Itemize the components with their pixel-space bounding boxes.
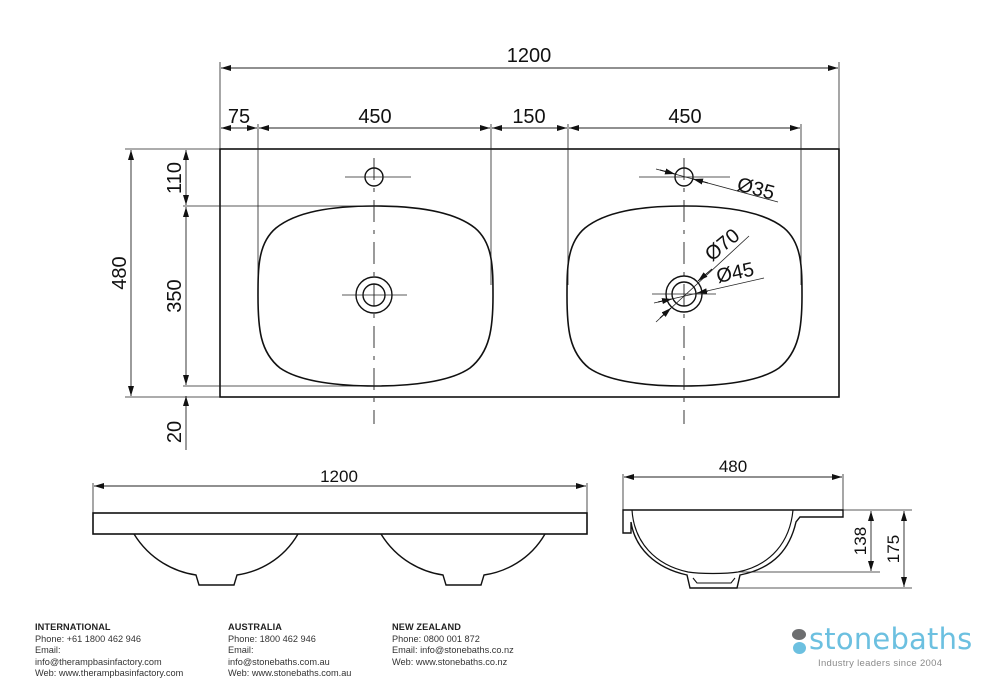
contact-australia: AUSTRALIA Phone: 1800 462 946 Email: inf…: [228, 622, 351, 680]
dim-tap-offset: 110: [164, 162, 186, 194]
dim-overall-width: 1200: [507, 45, 552, 67]
contact-international: INTERNATIONAL Phone: +61 1800 462 946 Em…: [35, 622, 183, 680]
dim-segment-150: 150: [512, 106, 545, 128]
contact-email-link[interactable]: Email: info@stonebaths.co.nz: [392, 645, 514, 656]
contact-title: INTERNATIONAL: [35, 622, 111, 632]
front-view: 1200: [92, 467, 588, 586]
dim-overall-depth: 480: [109, 256, 131, 289]
contact-email-link[interactable]: info@stonebaths.com.au: [228, 656, 330, 667]
contact-web-link[interactable]: Web: www.stonebaths.co.nz: [392, 656, 508, 667]
contact-web-link[interactable]: Web: www.therampbasinfactory.com: [35, 668, 184, 679]
plan-view: 1200 75 450 150 450 480 110 350 20: [109, 45, 840, 450]
contact-web-link[interactable]: Web: www.stonebaths.com.au: [228, 668, 352, 679]
dim-waste-inner-diameter: Ø45: [714, 259, 756, 288]
countertop-outline: [219, 148, 840, 398]
contact-email-label: Email:: [228, 645, 254, 656]
contact-title: NEW ZEALAND: [392, 622, 461, 632]
dim-segment-75: 75: [228, 106, 250, 128]
contact-new-zealand: NEW ZEALAND Phone: 0800 001 872 Email: i…: [392, 622, 514, 668]
technical-drawing: 1200 75 450 150 450 480 110 350 20: [92, 45, 912, 589]
dim-front-offset: 20: [164, 421, 186, 443]
dim-front-width: 1200: [320, 467, 358, 486]
dim-side-depth: 480: [719, 457, 747, 476]
logo-wordmark: stonebaths: [809, 622, 973, 656]
dim-bowl-depth: 350: [164, 279, 186, 312]
logo-tagline: Industry leaders since 2004: [818, 658, 943, 669]
contact-email-label: Email:: [35, 645, 61, 656]
dim-segment-450-right: 450: [668, 106, 701, 128]
logo-stone-blue-icon: [793, 642, 806, 654]
stonebaths-logo: stonebaths Industry leaders since 2004: [790, 622, 980, 671]
dim-segment-450-left: 450: [358, 106, 391, 128]
dim-tap-hole-diameter: Ø35: [735, 174, 777, 205]
dim-waste-outer-diameter: Ø70: [701, 225, 744, 266]
contact-phone: Phone: 1800 462 946: [228, 633, 316, 644]
left-bowl: [257, 158, 494, 424]
contact-phone: Phone: +61 1800 462 946: [35, 633, 142, 644]
side-view: 480 138 175: [622, 457, 912, 589]
dim-overall-height: 175: [884, 535, 903, 563]
logo-stone-grey-icon: [792, 629, 806, 640]
contact-phone: Phone: 0800 001 872: [392, 633, 480, 644]
right-bowl: Ø35 Ø70 Ø45: [566, 158, 803, 424]
dim-bowl-height: 138: [851, 527, 870, 555]
contact-title: AUSTRALIA: [228, 622, 282, 632]
contact-email-link[interactable]: info@therampbasinfactory.com: [35, 656, 162, 667]
